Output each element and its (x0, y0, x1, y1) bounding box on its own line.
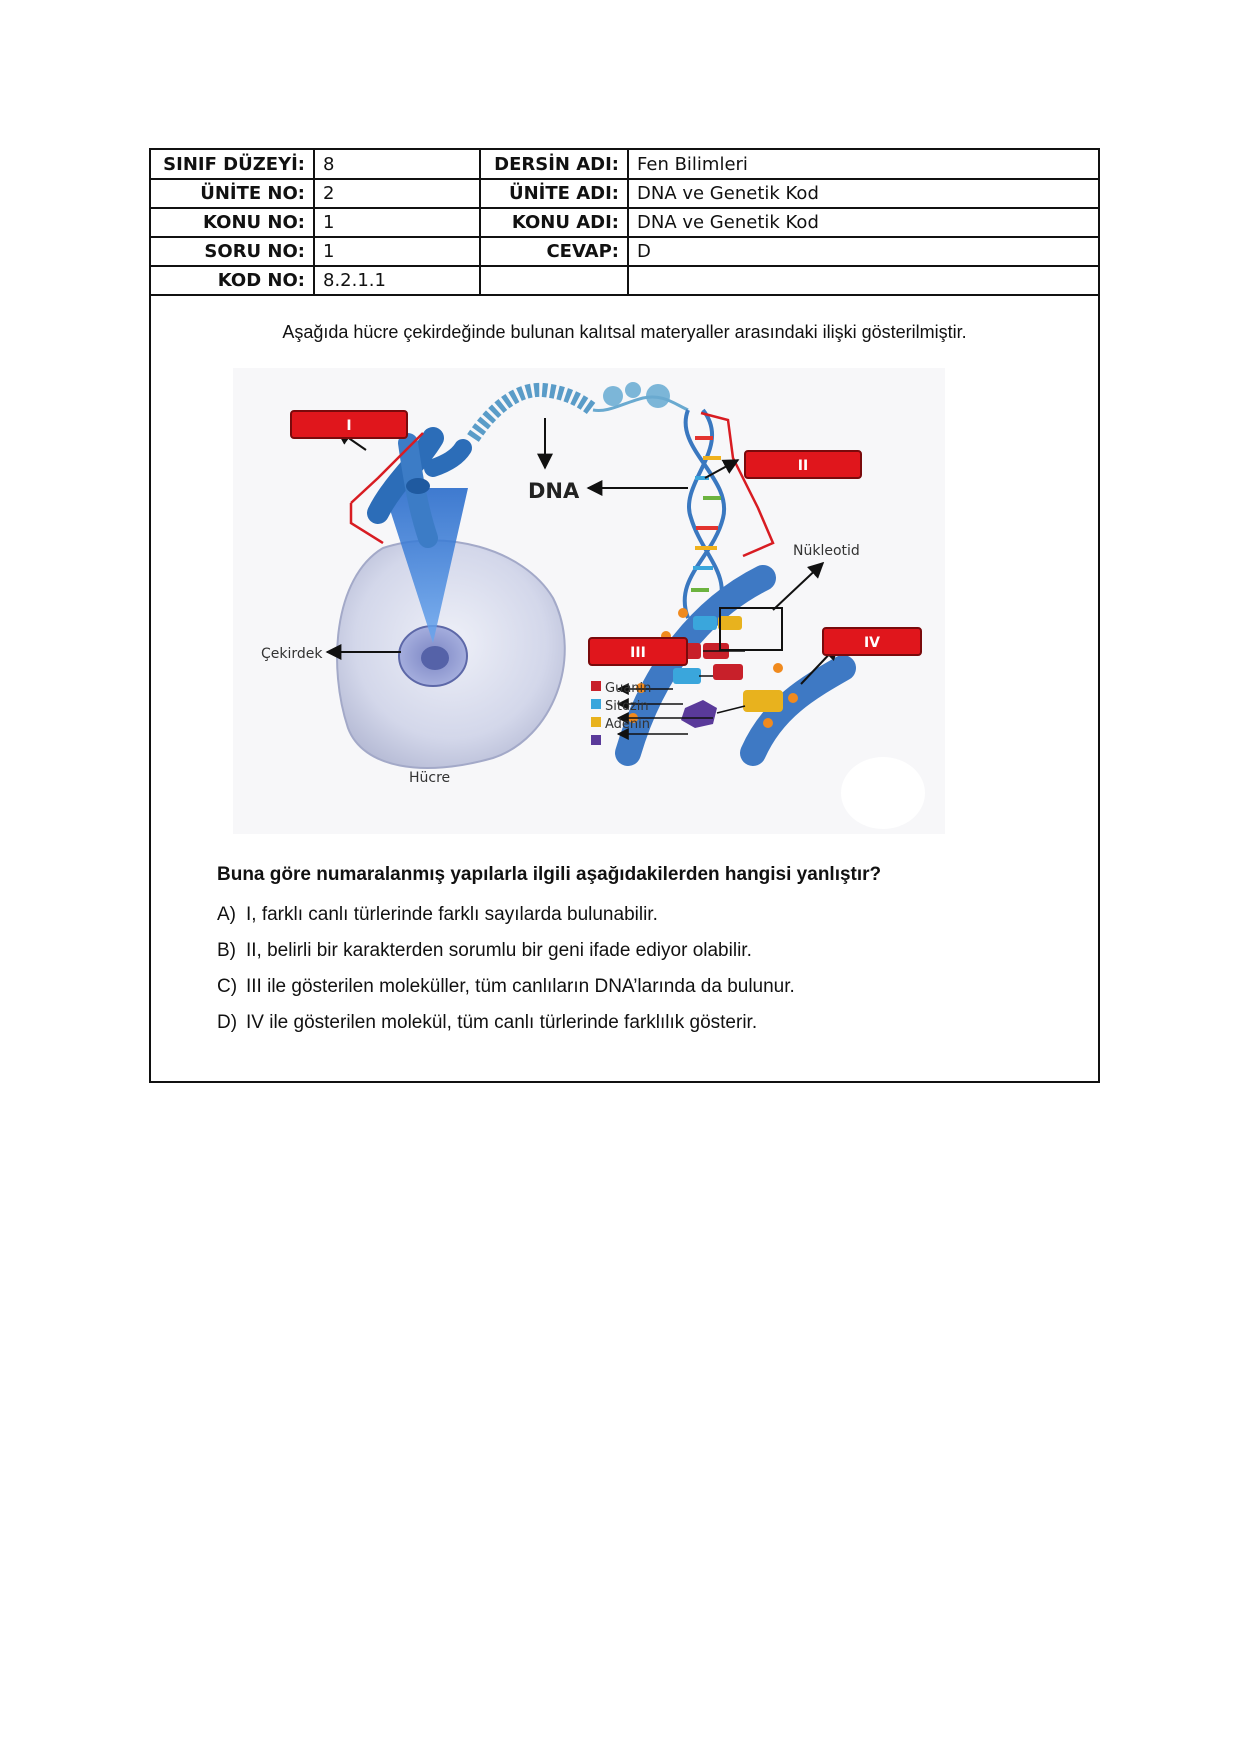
base-legend: Guanin Sitozin Adenin (591, 681, 651, 745)
arrow-to-marker-ii (704, 459, 740, 479)
marker-iii-label: III (630, 645, 646, 661)
nukleotid-label: Nükleotid (793, 543, 860, 559)
header-table: SINIF DÜZEYİ: 8 DERSİN ADI: Fen Bilimler… (151, 150, 1098, 296)
sitozin-label: Sitozin (605, 699, 649, 714)
value-dersin-adi: Fen Bilimleri (627, 150, 1098, 180)
marker-iv: IV (822, 627, 922, 656)
marker-ii: II (744, 450, 862, 479)
value-konu-adi: DNA ve Genetik Kod (627, 207, 1098, 238)
label-kod-no: KOD NO: (151, 265, 315, 296)
guanin-swatch (591, 681, 601, 691)
header-row: KONU NO: 1 KONU ADI: DNA ve Genetik Kod (151, 207, 1098, 238)
marker-i-label: I (346, 418, 351, 434)
label-unite-no: ÜNİTE NO: (151, 178, 315, 209)
white-blob (841, 757, 925, 829)
options-list: A) I, farklı canlı türlerinde farklı say… (217, 904, 795, 1048)
adenin-label: Adenin (605, 717, 650, 732)
bracket-dna (700, 411, 775, 558)
value-empty (627, 265, 1098, 296)
dna-diagram: DNA Çekirdek Hücre Nükleotid I II III IV… (233, 368, 945, 834)
label-empty (479, 265, 629, 296)
label-soru-no: SORU NO: (151, 236, 315, 267)
header-row: ÜNİTE NO: 2 ÜNİTE ADI: DNA ve Genetik Ko… (151, 178, 1098, 209)
option-d[interactable]: D) IV ile gösterilen molekül, tüm canlı … (217, 1012, 795, 1048)
option-a-key: A) (217, 904, 236, 925)
option-c-key: C) (217, 976, 238, 997)
marker-iii: III (588, 637, 688, 666)
nucleolus (421, 646, 449, 670)
value-unite-adi: DNA ve Genetik Kod (627, 178, 1098, 209)
option-b-text: II, belirli bir karakterden sorumlu bir … (246, 940, 752, 961)
header-row: SORU NO: 1 CEVAP: D (151, 236, 1098, 267)
label-konu-adi: KONU ADI: (479, 207, 629, 238)
sitozin-swatch (591, 699, 601, 709)
label-unite-adi: ÜNİTE ADI: (479, 178, 629, 209)
option-b-key: B) (217, 940, 236, 961)
chromosome-icon (367, 427, 472, 548)
marker-ii-label: II (798, 458, 808, 474)
arrow-to-nucleotide-label (772, 561, 825, 611)
option-c-text: III ile gösterilen moleküller, tüm canlı… (246, 976, 795, 997)
option-c[interactable]: C) III ile gösterilen moleküller, tüm ca… (217, 976, 795, 1012)
option-d-text: IV ile gösterilen molekül, tüm canlı tür… (246, 1012, 758, 1033)
marker-iv-label: IV (864, 635, 880, 651)
value-konu-no: 1 (313, 207, 481, 238)
cekirdek-label: Çekirdek (261, 646, 323, 662)
value-kod-no: 8.2.1.1 (313, 265, 481, 296)
adenin-swatch (591, 717, 601, 727)
header-row: KOD NO: 8.2.1.1 (151, 265, 1098, 296)
guanin-label: Guanin (605, 681, 651, 696)
label-konu-no: KONU NO: (151, 207, 315, 238)
label-sinif-duzeyi: SINIF DÜZEYİ: (151, 150, 315, 180)
bracket-chromosome (349, 432, 424, 545)
option-d-key: D) (217, 1012, 238, 1033)
hucre-label: Hücre (409, 770, 450, 786)
option-b[interactable]: B) II, belirli bir karakterden sorumlu b… (217, 940, 795, 976)
question-sheet: SINIF DÜZEYİ: 8 DERSİN ADI: Fen Bilimler… (149, 148, 1100, 1083)
label-dersin-adi: DERSİN ADI: (479, 150, 629, 180)
value-soru-no: 1 (313, 236, 481, 267)
header-row: SINIF DÜZEYİ: 8 DERSİN ADI: Fen Bilimler… (151, 150, 1098, 180)
nucleotide-box (719, 607, 783, 651)
label-cevap: CEVAP: (479, 236, 629, 267)
option-a-text: I, farklı canlı türlerinde farklı sayıla… (246, 904, 658, 925)
dna-label: DNA (528, 479, 580, 503)
zoom-cone (383, 488, 468, 643)
marker-i: I (290, 410, 408, 439)
question-text: Buna göre numaralanmış yapılarla ilgili … (217, 864, 882, 885)
intro-text: Aşağıda hücre çekirdeğinde bulunan kalıt… (282, 322, 967, 342)
option-a[interactable]: A) I, farklı canlı türlerinde farklı say… (217, 904, 795, 940)
chromatin-coil (467, 382, 689, 442)
value-sinif-duzeyi: 8 (313, 150, 481, 180)
value-unite-no: 2 (313, 178, 481, 209)
timin-swatch (591, 735, 601, 745)
value-cevap: D (627, 236, 1098, 267)
dna-helix-icon (682, 408, 727, 620)
